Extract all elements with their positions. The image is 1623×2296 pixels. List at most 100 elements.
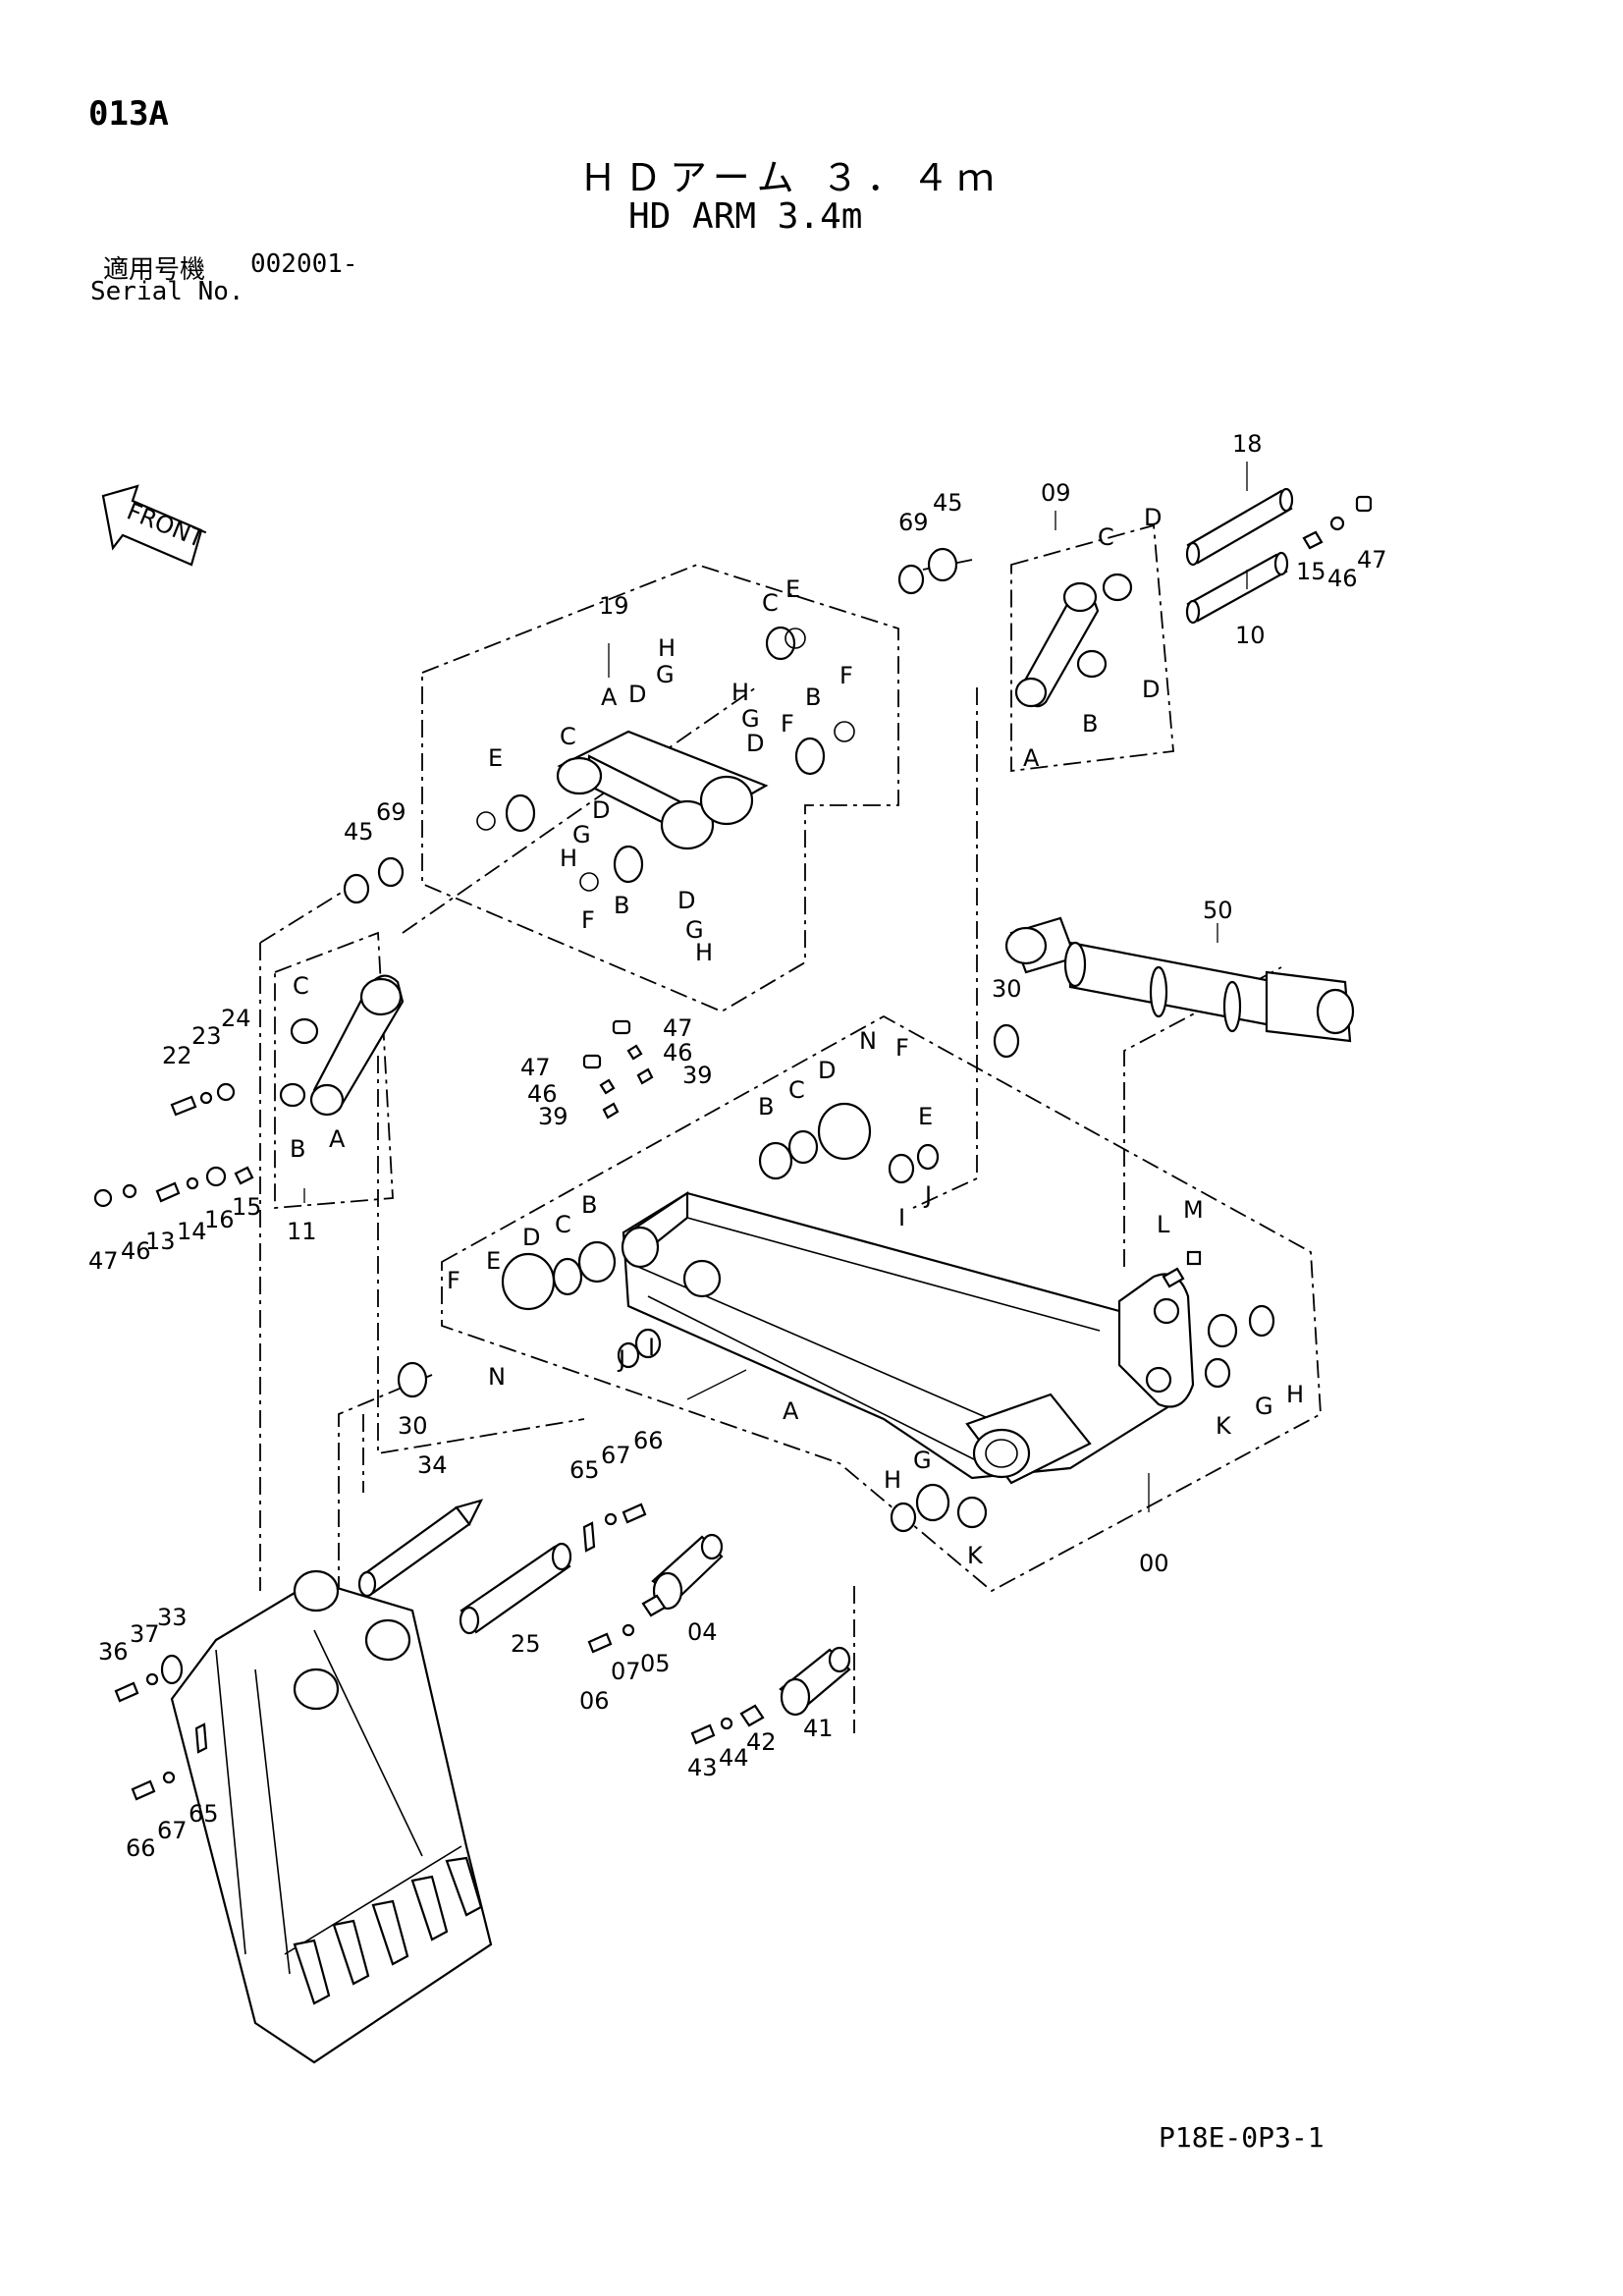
letter-D: D bbox=[1144, 504, 1162, 531]
callout-22: 22 bbox=[162, 1042, 192, 1069]
callout-33: 33 bbox=[157, 1604, 188, 1631]
catalog-code: P18E-0P3-1 bbox=[1159, 2121, 1325, 2154]
letter-I: I bbox=[648, 1334, 655, 1361]
letter-B: B bbox=[1082, 710, 1098, 738]
callout-00: 00 bbox=[1139, 1550, 1169, 1577]
callout-67: 67 bbox=[601, 1442, 631, 1469]
callout-39: 39 bbox=[538, 1103, 568, 1130]
bushings-top-end bbox=[758, 1102, 940, 1184]
callout-45: 45 bbox=[344, 818, 374, 846]
plate-LM bbox=[1162, 1250, 1202, 1288]
letter-K: K bbox=[1216, 1412, 1232, 1440]
callout-50: 50 bbox=[1203, 897, 1233, 924]
letter-H: H bbox=[658, 634, 676, 662]
letter-E: E bbox=[486, 1247, 501, 1275]
pin-25 bbox=[459, 1542, 572, 1635]
seals-45-69-left bbox=[343, 856, 405, 904]
link-19 bbox=[476, 626, 855, 892]
letter-C: C bbox=[762, 589, 779, 617]
letter-H: H bbox=[695, 939, 713, 966]
callout-47: 47 bbox=[663, 1014, 693, 1042]
callout-37: 37 bbox=[130, 1620, 160, 1648]
letter-C: C bbox=[1098, 523, 1114, 551]
seal-30-left bbox=[397, 1361, 428, 1398]
letter-D: D bbox=[818, 1057, 836, 1084]
letter-B: B bbox=[758, 1093, 774, 1121]
link-09 bbox=[1014, 573, 1133, 708]
callout-23: 23 bbox=[191, 1022, 222, 1050]
callout-34: 34 bbox=[417, 1451, 448, 1479]
letter-C: C bbox=[560, 723, 576, 750]
callout-04: 04 bbox=[687, 1618, 718, 1646]
letter-A: A bbox=[783, 1397, 799, 1425]
pin-34 bbox=[357, 1499, 484, 1598]
callout-69: 69 bbox=[898, 509, 929, 536]
link-11 bbox=[279, 974, 405, 1117]
callout-66: 66 bbox=[126, 1834, 156, 1862]
bushings-left-end bbox=[501, 1240, 662, 1369]
letter-F: F bbox=[581, 906, 595, 934]
callout-30: 30 bbox=[398, 1412, 428, 1440]
callout-69: 69 bbox=[376, 798, 406, 826]
letter-F: F bbox=[447, 1267, 460, 1294]
callout-65: 65 bbox=[569, 1456, 600, 1484]
callout-15: 15 bbox=[232, 1193, 262, 1221]
serial-label-english: Serial No. bbox=[90, 277, 244, 306]
callout-07: 07 bbox=[611, 1658, 641, 1685]
callout-47: 47 bbox=[88, 1247, 119, 1275]
seal-30-right bbox=[993, 1023, 1020, 1059]
leader-lines bbox=[303, 462, 1248, 1512]
letter-F: F bbox=[839, 662, 853, 689]
callout-05: 05 bbox=[640, 1650, 671, 1677]
callout-45: 45 bbox=[933, 489, 963, 517]
letter-N: N bbox=[488, 1363, 506, 1391]
callout-43: 43 bbox=[687, 1754, 718, 1781]
plate-65-bolt-66-upper bbox=[582, 1503, 647, 1553]
callout-13: 13 bbox=[145, 1228, 176, 1255]
letter-F: F bbox=[895, 1034, 909, 1062]
callout-24: 24 bbox=[221, 1005, 251, 1032]
callout-16: 16 bbox=[204, 1206, 235, 1233]
callout-09: 09 bbox=[1041, 479, 1071, 507]
callout-46: 46 bbox=[527, 1080, 558, 1108]
serial-label-japanese: 適用号機 bbox=[103, 255, 206, 285]
callout-36: 36 bbox=[98, 1638, 129, 1666]
part-callouts: 18 10 09 15 46 47 69 45 19 45 69 50 30 4… bbox=[88, 430, 1387, 1862]
bucket bbox=[170, 1569, 493, 2064]
letter-A: A bbox=[329, 1125, 346, 1153]
letter-G: G bbox=[1255, 1393, 1273, 1420]
callout-66: 66 bbox=[633, 1427, 664, 1454]
callout-47: 47 bbox=[1357, 546, 1387, 574]
grease-fittings-upper bbox=[582, 1019, 654, 1120]
letter-D: D bbox=[677, 887, 695, 914]
letter-C: C bbox=[293, 972, 309, 1000]
pin-41 bbox=[779, 1646, 851, 1717]
letter-E: E bbox=[785, 575, 800, 603]
letter-H: H bbox=[884, 1466, 901, 1494]
letter-A: A bbox=[601, 683, 618, 711]
letter-B: B bbox=[290, 1135, 305, 1163]
callout-11: 11 bbox=[287, 1218, 317, 1245]
callout-44: 44 bbox=[719, 1744, 749, 1772]
stopper-05-bolt-06-07 bbox=[587, 1594, 667, 1654]
letter-G: G bbox=[572, 821, 591, 848]
group-11-outline bbox=[274, 931, 394, 1209]
title-english: HD ARM 3.4m bbox=[628, 196, 863, 237]
letter-D: D bbox=[628, 681, 646, 708]
callout-06: 06 bbox=[579, 1687, 610, 1715]
letter-H: H bbox=[731, 679, 749, 706]
letter-E: E bbox=[488, 744, 503, 772]
group-00-outline bbox=[441, 1014, 1322, 1593]
pin-18 bbox=[1185, 487, 1294, 567]
pin-10 bbox=[1185, 551, 1289, 625]
callout-41: 41 bbox=[803, 1715, 834, 1742]
callout-47: 47 bbox=[520, 1054, 551, 1081]
letter-J: J bbox=[617, 1345, 625, 1373]
callout-19: 19 bbox=[599, 592, 629, 620]
letter-B: B bbox=[581, 1191, 597, 1219]
letter-B: B bbox=[805, 683, 821, 711]
callout-14: 14 bbox=[177, 1218, 207, 1245]
letter-D: D bbox=[522, 1224, 540, 1251]
bucket-hardware bbox=[114, 1654, 208, 1801]
